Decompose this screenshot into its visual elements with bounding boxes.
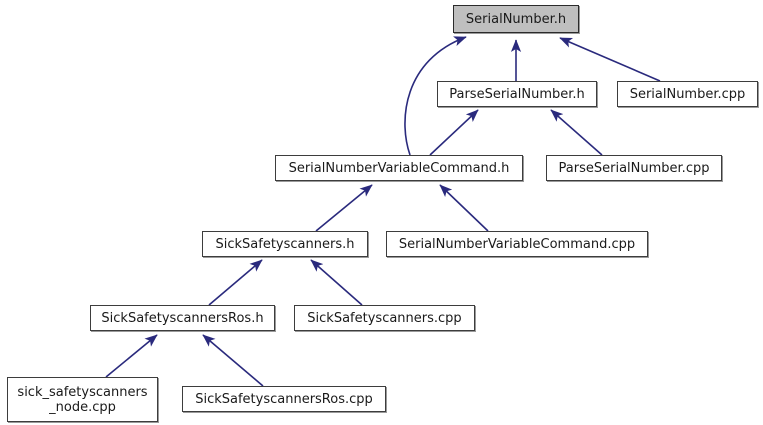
graph-node-parseserialnumber-h[interactable]: ParseSerialNumber.h	[437, 81, 597, 107]
edge-sicksafetyscannersros-h-to-sicksafetyscanners-h	[208, 259, 263, 306]
edge-serialnumbervariablecommand-h-to-parseserialnumber-h	[429, 109, 479, 156]
edge-serialnumber-cpp-to-serialnumber-h	[559, 37, 661, 82]
graph-node-sicksafetyscanners-h[interactable]: SickSafetyscanners.h	[202, 231, 368, 257]
graph-node-serialnumber-cpp[interactable]: SerialNumber.cpp	[617, 81, 758, 107]
edge-sicksafetyscannersros-cpp-to-sicksafetyscannersros-h	[202, 334, 264, 387]
graph-node-serialnumber-h[interactable]: SerialNumber.h	[453, 5, 579, 33]
edge-sicksafetyscanners-cpp-to-sicksafetyscanners-h	[310, 259, 363, 306]
graph-node-sicksafetyscannersros-cpp[interactable]: SickSafetyscannersRos.cpp	[182, 386, 386, 412]
graph-node-parseserialnumber-cpp[interactable]: ParseSerialNumber.cpp	[546, 155, 722, 181]
graph-node-sicksafetyscanners-cpp[interactable]: SickSafetyscanners.cpp	[294, 305, 475, 331]
graph-node-serialnumbervariablecommand-cpp[interactable]: SerialNumberVariableCommand.cpp	[386, 231, 648, 257]
graph-node-serialnumbervariablecommand-h[interactable]: SerialNumberVariableCommand.h	[275, 155, 523, 181]
edge-serialnumbervariablecommand-cpp-to-serialnumbervariablecommand-h	[439, 184, 489, 232]
edge-parseserialnumber-cpp-to-parseserialnumber-h	[550, 109, 603, 156]
edge-sicksafetyscanners-h-to-serialnumbervariablecommand-h	[315, 184, 373, 232]
graph-node-sicksafetyscannersros-h[interactable]: SickSafetyscannersRos.h	[90, 305, 275, 331]
edge-sick-safetyscanners-node-cpp-to-sicksafetyscannersros-h	[105, 334, 158, 378]
graph-node-sick-safetyscanners-node-cpp[interactable]: sick_safetyscanners _node.cpp	[7, 377, 158, 422]
